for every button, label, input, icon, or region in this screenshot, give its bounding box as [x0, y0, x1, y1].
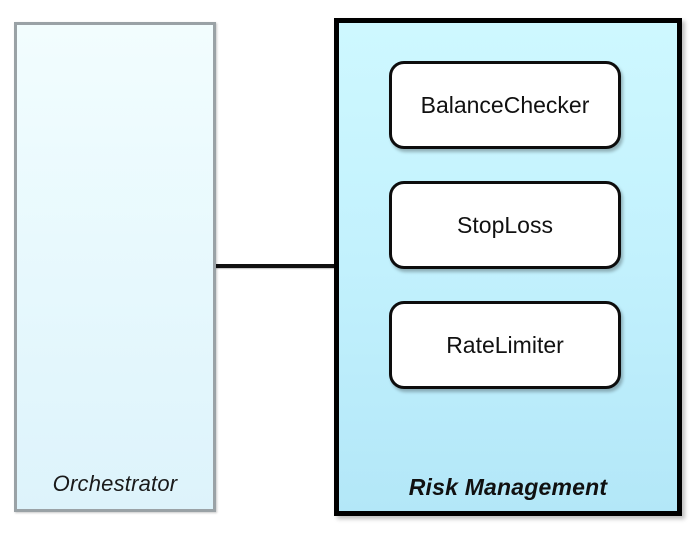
risk-management-component-list: BalanceChecker StopLoss RateLimiter [339, 23, 677, 511]
component-card-balance-checker[interactable]: BalanceChecker [389, 61, 621, 149]
risk-management-container[interactable]: BalanceChecker StopLoss RateLimiter Risk… [334, 18, 682, 516]
connector-orchestrator-to-risk-management [216, 264, 336, 268]
component-card-rate-limiter[interactable]: RateLimiter [389, 301, 621, 389]
component-label-balance-checker: BalanceChecker [420, 91, 590, 118]
risk-management-label: Risk Management [408, 474, 608, 500]
orchestrator-label: Orchestrator [52, 471, 178, 496]
orchestrator-container[interactable]: Orchestrator [14, 22, 216, 512]
component-card-stop-loss[interactable]: StopLoss [389, 181, 621, 269]
component-label-stop-loss: StopLoss [457, 211, 553, 238]
component-label-rate-limiter: RateLimiter [446, 331, 564, 358]
